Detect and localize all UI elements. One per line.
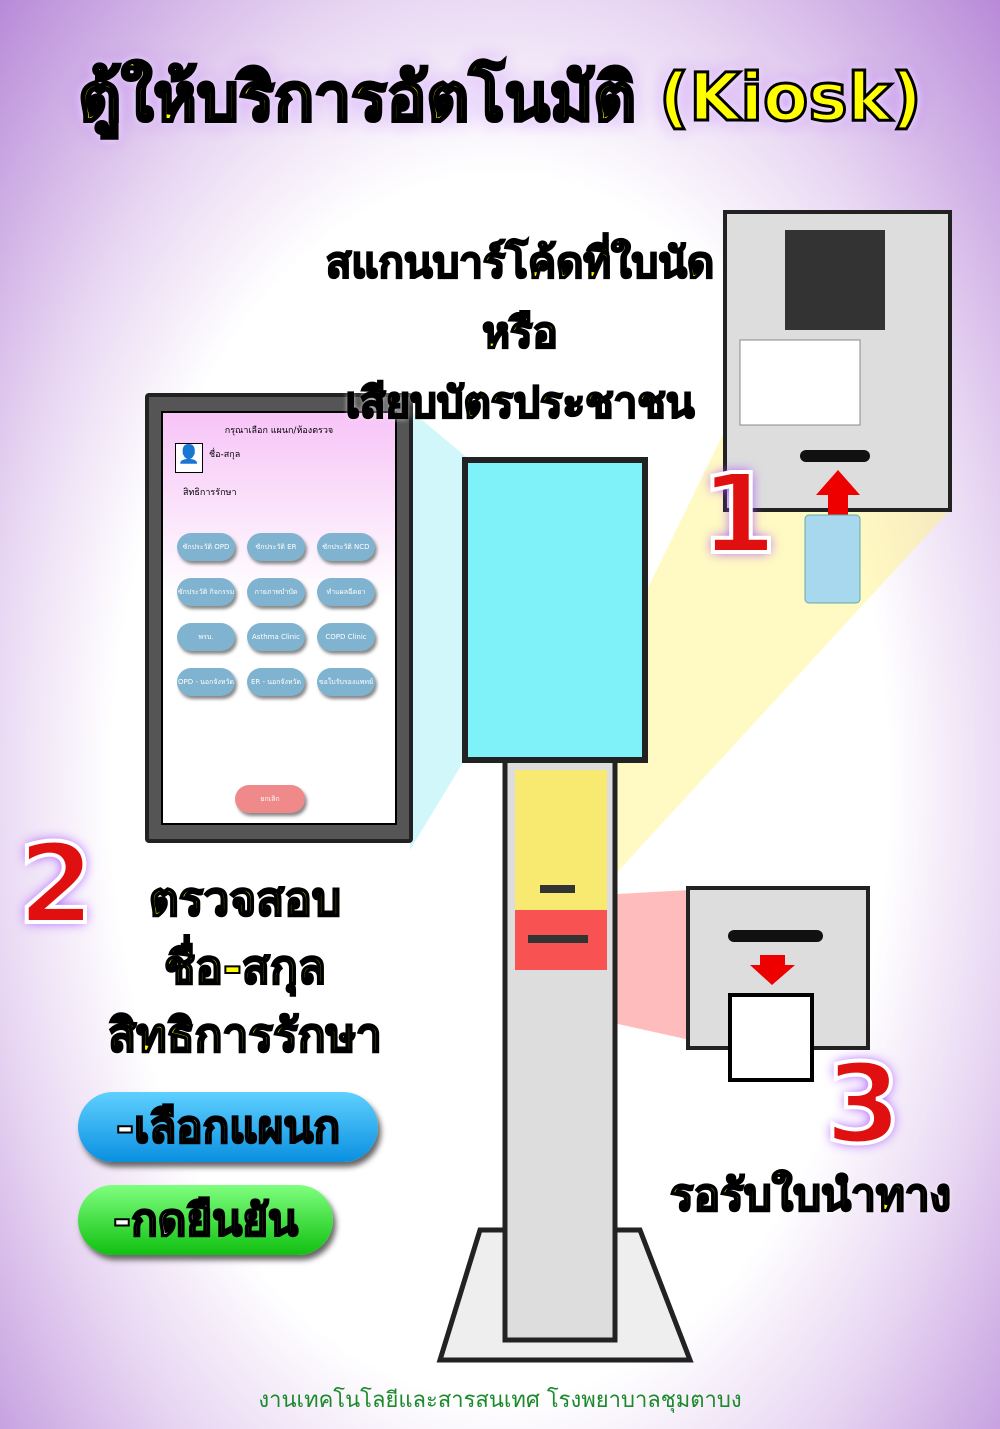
- rights-label: สิทธิการรักษา: [183, 488, 237, 498]
- step1-number: 1: [698, 448, 779, 580]
- step3-text: รอรับใบนำทาง: [669, 1169, 952, 1222]
- step2-number: 2: [16, 818, 97, 950]
- department-button[interactable]: COPD Clinic: [317, 623, 375, 651]
- footer-credit: งานเทคโนโลยีและสารสนเทศ โรงพยาบาลชุมตาบง: [258, 1388, 742, 1413]
- cancel-button[interactable]: ยกเลิก: [235, 785, 305, 813]
- step3-number: 3: [823, 1038, 904, 1170]
- department-button[interactable]: ซักประวัติ OPD: [177, 533, 235, 561]
- poster-title: ตู้ให้บริการอัตโนมัติ (Kiosk): [77, 58, 923, 138]
- step1-instructions: สแกนบาร์โค้ดที่ใบนัด หรือ เสียบบัตรประชา…: [300, 228, 740, 438]
- department-button[interactable]: Asthma Clinic: [247, 623, 305, 651]
- step2-line: ชื่อ-สกุล: [163, 939, 327, 995]
- step2-line: สิทธิการรักษา: [107, 1007, 383, 1063]
- department-button[interactable]: ขอใบรับรองแพทย์: [317, 668, 375, 696]
- user-avatar-icon: 👤: [175, 443, 203, 473]
- name-label: ชื่อ-สกุล: [209, 450, 241, 460]
- department-button[interactable]: พรบ.: [177, 623, 235, 651]
- department-button[interactable]: ทำแผลฉีดยา: [317, 578, 375, 606]
- kiosk-screen-mockup: กรุณาเลือก แผนก/ห้องตรวจ 👤 ชื่อ-สกุล สิท…: [145, 393, 413, 843]
- department-button[interactable]: กายภาพบำบัด: [247, 578, 305, 606]
- step1-line: เสียบบัตรประชาชน: [345, 377, 696, 428]
- step1-line: สแกนบาร์โค้ดที่ใบนัด: [325, 237, 715, 288]
- step1-line: หรือ: [481, 307, 558, 358]
- select-department-label: -เลือกแผนก: [78, 1092, 378, 1162]
- department-button[interactable]: OPD - นอกจังหวัด: [177, 668, 235, 696]
- department-button[interactable]: ซักประวัติ NCD: [317, 533, 375, 561]
- department-button[interactable]: ER - นอกจังหวัด: [247, 668, 305, 696]
- screen-header: กรุณาเลือก แผนก/ห้องตรวจ: [224, 426, 334, 436]
- step2-line: ตรวจสอบ: [148, 871, 342, 927]
- department-button[interactable]: ซักประวัติ ER: [247, 533, 305, 561]
- step2-instructions: ตรวจสอบ ชื่อ-สกุล สิทธิการรักษา: [95, 865, 395, 1069]
- confirm-label: -กดยืนยัน: [78, 1185, 333, 1255]
- department-button[interactable]: ซักประวัติ กิจกรรม: [177, 578, 235, 606]
